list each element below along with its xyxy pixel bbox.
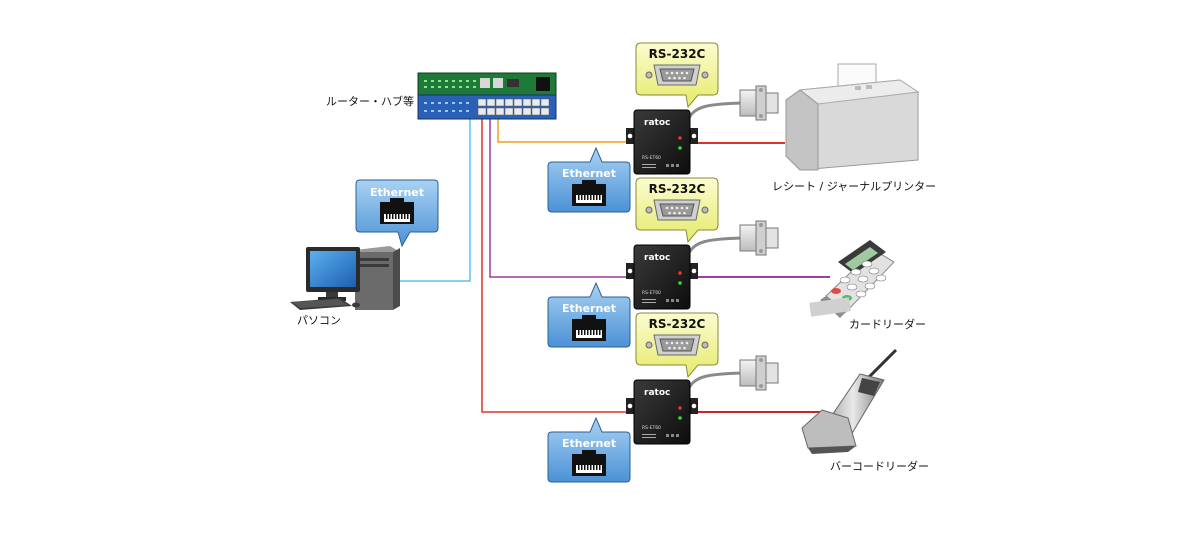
- pc-label: パソコン: [297, 314, 341, 327]
- router-label: ルーター・ハブ等: [326, 95, 414, 108]
- cable-3: [686, 371, 743, 391]
- converter-1: ratoc RS-ET60: [626, 109, 698, 175]
- ethernet-label: Ethernet: [562, 437, 616, 450]
- converter-model: RS-ET60: [642, 290, 661, 296]
- ethernet-label: Ethernet: [562, 167, 616, 180]
- barcode-scanner: [801, 348, 898, 454]
- line-hub-converter2: [489, 118, 628, 278]
- ethernet-label: Ethernet: [562, 302, 616, 315]
- line-hub-converter3: [481, 118, 628, 413]
- printer-label: レシート / ジャーナルプリンター: [772, 180, 937, 193]
- rs232c-callout-2: RS-232C: [635, 177, 719, 244]
- ethernet-label: Ethernet: [370, 186, 424, 199]
- converter-brand: ratoc: [644, 388, 670, 398]
- cable-1: [686, 101, 743, 121]
- converter-brand: ratoc: [644, 253, 670, 263]
- converter-model: RS-ET60: [642, 155, 661, 161]
- converter-3: ratoc RS-ET60: [626, 379, 698, 445]
- card-reader-label: カードリーダー: [849, 318, 926, 331]
- cable-2: [686, 236, 743, 256]
- ethernet-callout-3: Ethernet: [547, 416, 631, 483]
- card-reader: [809, 240, 895, 318]
- line-hub-pc: [400, 118, 471, 282]
- converter-model: RS-ET60: [642, 425, 661, 431]
- rs232c-callout-3: RS-232C: [635, 312, 719, 379]
- converter-2: ratoc RS-ET60: [626, 244, 698, 310]
- converter-brand: ratoc: [644, 118, 670, 128]
- pc-computer: [290, 246, 400, 310]
- rs232c-label: RS-232C: [649, 317, 706, 331]
- ethernet-callout-2: Ethernet: [547, 281, 631, 348]
- line-hub-converter1: [497, 118, 628, 143]
- router-hub: [417, 72, 557, 120]
- db9-plug-2: [739, 220, 779, 256]
- ethernet-callout-1: Ethernet: [547, 146, 631, 213]
- receipt-printer: [785, 63, 920, 171]
- db9-plug-3: [739, 355, 779, 391]
- rs232c-callout-1: RS-232C: [635, 42, 719, 109]
- db9-plug-1: [739, 85, 779, 121]
- barcode-reader-label: バーコードリーダー: [830, 460, 929, 473]
- connection-lines: [400, 101, 830, 413]
- rs232c-label: RS-232C: [649, 182, 706, 196]
- ethernet-callout-pc: Ethernet: [355, 179, 439, 248]
- rs232c-label: RS-232C: [649, 47, 706, 61]
